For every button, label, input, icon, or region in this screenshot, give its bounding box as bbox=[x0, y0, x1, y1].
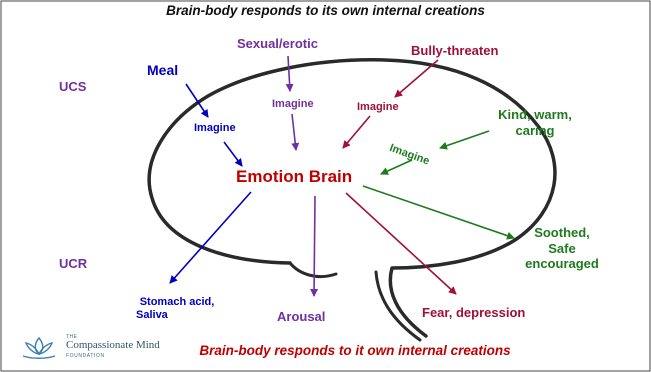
stomach-acid-line-1: Stomach acid, bbox=[132, 296, 222, 309]
bully-imagine-label: Imagine bbox=[357, 101, 399, 114]
arousal-label: Arousal bbox=[277, 309, 325, 325]
fear-depression-label: Fear, depression bbox=[422, 305, 525, 321]
soothed-line-2: Safe bbox=[512, 241, 612, 257]
kind-warm-caring-label: Kind, warm, caring bbox=[480, 107, 590, 138]
arrow-sexual-imagine-to-brain bbox=[292, 114, 296, 150]
sexual-erotic-label: Sexual/erotic bbox=[237, 36, 318, 52]
ucr-label: UCR bbox=[59, 256, 87, 272]
bully-threaten-label: Bully-threaten bbox=[411, 43, 498, 59]
arrow-brain-to-arousal bbox=[314, 196, 315, 296]
arrow-bully-to-imagine bbox=[395, 60, 438, 97]
kind-line-1: Kind, warm, bbox=[480, 107, 590, 123]
kind-line-2: caring bbox=[480, 123, 590, 139]
arrow-kind-imagine-to-brain bbox=[381, 160, 412, 174]
meal-imagine-label: Imagine bbox=[194, 122, 236, 135]
lotus-icon bbox=[20, 334, 58, 360]
arrow-meal-to-imagine bbox=[186, 84, 208, 117]
brain-stem-inner bbox=[290, 263, 336, 277]
stomach-acid-label: Stomach acid, Saliva bbox=[132, 296, 222, 322]
compassionate-mind-logo: THE Compassionate Mind FOUNDATION bbox=[20, 334, 240, 364]
arrow-bully-imagine-to-brain bbox=[343, 116, 370, 148]
arrow-brain-to-fear bbox=[346, 193, 456, 294]
ucs-label: UCS bbox=[59, 79, 86, 95]
soothed-safe-label: Soothed, Safe encouraged bbox=[512, 225, 612, 272]
meal-label: Meal bbox=[147, 62, 178, 79]
soothed-line-3: encouraged bbox=[512, 256, 612, 272]
emotion-brain-label: Emotion Brain bbox=[236, 167, 352, 187]
top-title: Brain-body responds to its own internal … bbox=[0, 3, 651, 19]
logo-foundation: FOUNDATION bbox=[66, 353, 105, 359]
arrow-meal-imagine-to-brain bbox=[224, 142, 242, 166]
sexual-imagine-label: Imagine bbox=[272, 98, 314, 111]
arrow-sexual-to-imagine bbox=[288, 56, 290, 91]
soothed-line-1: Soothed, bbox=[512, 225, 612, 241]
logo-name: Compassionate Mind bbox=[66, 339, 160, 351]
stomach-acid-line-2: Saliva bbox=[132, 309, 222, 322]
